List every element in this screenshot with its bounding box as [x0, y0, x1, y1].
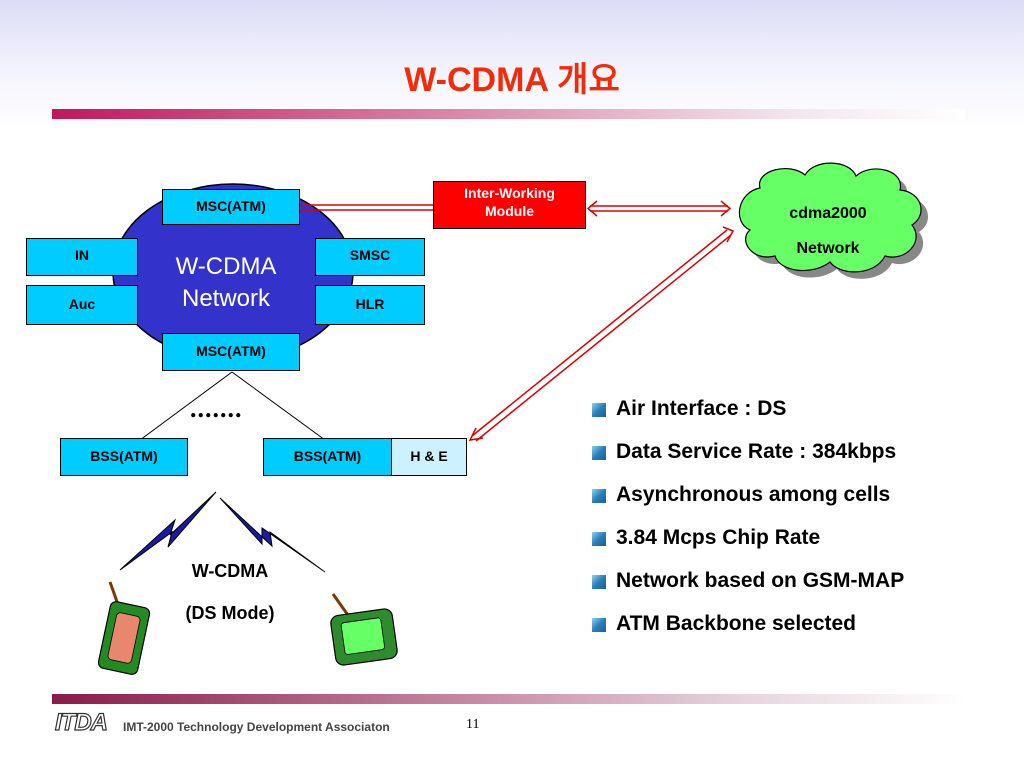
cdma2000-cloud [738, 162, 929, 279]
radio-label-line1: W-CDMA [191, 561, 269, 581]
cloud-label-line1: cdma2000 [789, 205, 867, 222]
iwm-label-line1: Inter-Working [464, 185, 555, 201]
list-item: ATM Backbone selected [592, 609, 904, 652]
iwm-label-line2: Module [485, 203, 534, 219]
he-box: H & E [391, 438, 467, 476]
title-underline [52, 109, 965, 119]
auc-box: Auc [26, 285, 138, 325]
bullet-square-icon [592, 489, 606, 503]
footer-logo: ITDA [54, 708, 108, 736]
list-item: Data Service Rate : 384kbps [592, 437, 904, 480]
mobile-phone-icon [97, 581, 151, 675]
cloud-label-line2: Network [796, 240, 860, 257]
he-cloud-link [468, 226, 735, 442]
iwm-cloud-link [586, 200, 732, 217]
network-label-line2: Network [181, 285, 271, 312]
network-label-line1: W-CDMA [175, 253, 277, 280]
lightning-bolt-left-icon [119, 491, 217, 571]
lightning-bolt-right-icon [219, 497, 326, 573]
page-number: 11 [466, 717, 480, 732]
list-item: 3.84 Mcps Chip Rate [592, 523, 904, 566]
footer-rule [52, 694, 965, 704]
page-title: W-CDMA 개요 [404, 61, 620, 99]
hlr-box: HLR [315, 285, 425, 325]
radio-label: W-CDMA (DS Mode) [160, 550, 300, 634]
msc-top-box: MSC(ATM) [162, 189, 300, 225]
smsc-box: SMSC [315, 238, 425, 276]
list-item: Network based on GSM-MAP [592, 566, 904, 609]
network-label: W-CDMA Network [160, 251, 292, 315]
list-item: Asynchronous among cells [592, 480, 904, 523]
list-item: Air Interface : DS [592, 394, 904, 437]
msc-bss-left-line [139, 371, 233, 441]
bullet-square-icon [592, 618, 606, 632]
bullet-square-icon [592, 532, 606, 546]
radio-label-line2: (DS Mode) [185, 603, 275, 623]
bss-left-box: BSS(ATM) [60, 438, 188, 476]
msc-bss-right-line [231, 371, 326, 441]
bullet-square-icon [592, 403, 606, 417]
bullet-square-icon [592, 575, 606, 589]
msc-bottom-box: MSC(ATM) [162, 333, 300, 371]
footer-organization: IMT-2000 Technology Development Associat… [123, 720, 390, 734]
bullet-square-icon [592, 446, 606, 460]
feature-list: Air Interface : DS Data Service Rate : 3… [592, 394, 904, 652]
bss-right-box: BSS(ATM) [263, 438, 392, 476]
inter-working-module-box: Inter-Working Module [433, 181, 586, 229]
in-box: IN [26, 238, 138, 276]
pda-device-icon [330, 593, 398, 666]
ellipsis: ....... [190, 394, 243, 423]
cloud-label: cdma2000 Network [770, 196, 886, 266]
